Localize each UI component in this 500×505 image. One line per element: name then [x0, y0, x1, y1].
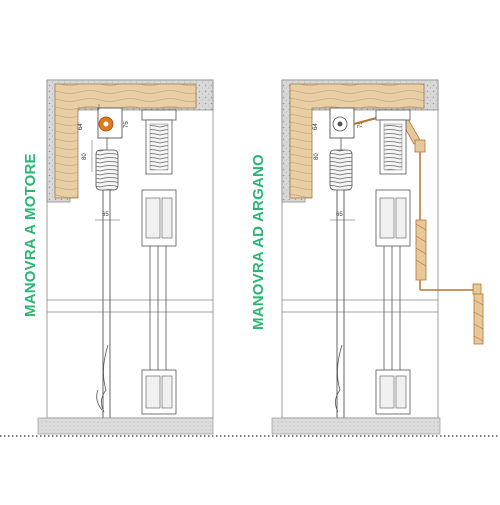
dim-roll-height: 80	[314, 153, 320, 160]
dim-guide-width: 65	[336, 212, 343, 218]
crank-operation-label: MANOVRA AD ARGANO	[250, 154, 267, 330]
motor-drawing: 64 75 80 65	[37, 79, 214, 435]
dim-box-width: 75	[124, 121, 130, 128]
floor-slab	[271, 417, 441, 435]
dim-box-width: 75	[358, 121, 364, 128]
dim-guide-width: 65	[102, 212, 109, 218]
motor-operation-label: MANOVRA A MOTORE	[22, 153, 39, 317]
dim-box-height: 64	[78, 123, 84, 130]
dim-roll-height: 80	[82, 153, 88, 160]
wood-box	[54, 83, 197, 199]
dim-box-height: 64	[313, 123, 319, 130]
wood-box	[289, 83, 425, 199]
crank-mechanism	[353, 111, 484, 345]
floor-slab	[37, 417, 214, 435]
crank-drawing: 64 75 80 65	[271, 79, 484, 435]
